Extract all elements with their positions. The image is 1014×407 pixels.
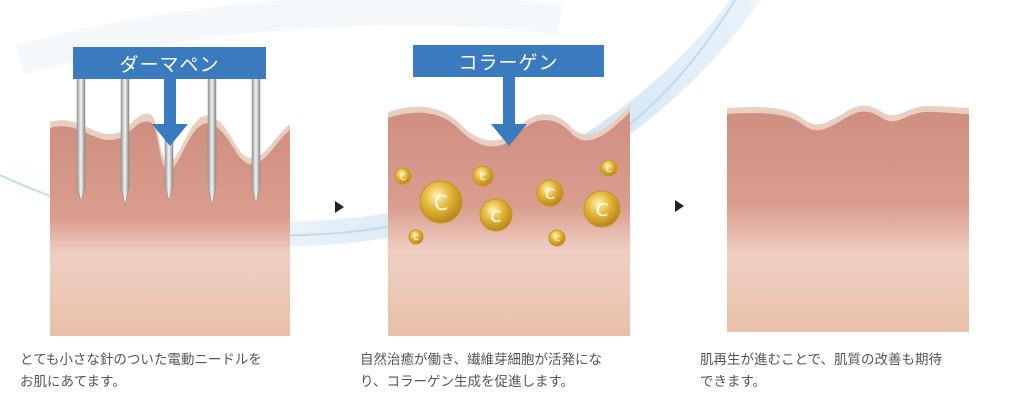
collagen-letter: C [434, 191, 448, 215]
down-arrow-icon-2 [491, 76, 527, 146]
step-arrow-icon-1 [335, 201, 344, 213]
collagen-particle-2: C [472, 165, 494, 187]
label-dermapen: ダーマペン [73, 47, 266, 79]
caption-line: 肌再生が進むことで、肌質の改善も期待 [700, 352, 943, 368]
collagen-particle-9: C [548, 229, 566, 247]
step-arrow-icon-2 [675, 200, 684, 212]
caption-line: 自然治癒が働き、繊維芽細胞が活発にな [360, 352, 603, 368]
collagen-letter: C [545, 187, 555, 203]
collagen-letter: C [596, 200, 609, 221]
panel-regenerated [727, 98, 969, 332]
collagen-particle-4: C [419, 180, 463, 224]
collagen-particle-5: C [536, 179, 564, 207]
needle-2 [120, 75, 130, 206]
collagen-letter: C [606, 165, 612, 175]
collagen-letter: C [480, 172, 487, 183]
caption-line: できます。 [700, 374, 767, 390]
collagen-particle-8: C [408, 229, 424, 245]
collagen-particle-6: C [479, 198, 513, 232]
needle-4 [207, 75, 217, 206]
collagen-letter: C [400, 173, 406, 183]
collagen-letter: C [413, 233, 419, 242]
caption-line: り、コラーゲン生成を促進します。 [360, 374, 575, 390]
panel-dermapen [50, 100, 290, 336]
needle-5 [251, 75, 261, 204]
caption-line: とても小さな針のついた電動ニードルを [20, 352, 262, 368]
skin-illustration-3 [727, 105, 969, 332]
collagen-letter: C [554, 234, 560, 243]
panel-collagen: C C C C C C C C C [388, 98, 630, 336]
collagen-particle-7: C [583, 190, 621, 228]
skin-illustration-1 [50, 113, 290, 336]
collagen-particle-3: C [600, 159, 618, 177]
caption-step-2: 自然治癒が働き、繊維芽細胞が活発にな り、コラーゲン生成を促進します。 [360, 349, 680, 393]
collagen-particle-1: C [394, 167, 412, 185]
skin-illustration-2: C C C C C C C C C [388, 106, 630, 336]
caption-step-3: 肌再生が進むことで、肌質の改善も期待 できます。 [700, 349, 1000, 393]
down-arrow-icon-1 [152, 78, 188, 146]
collagen-letter: C [490, 207, 501, 226]
caption-line: お肌にあてます。 [20, 374, 126, 390]
caption-step-1: とても小さな針のついた電動ニードルを お肌にあてます。 [20, 349, 340, 393]
needle-1 [76, 75, 86, 202]
label-collagen: コラーゲン [413, 45, 604, 77]
